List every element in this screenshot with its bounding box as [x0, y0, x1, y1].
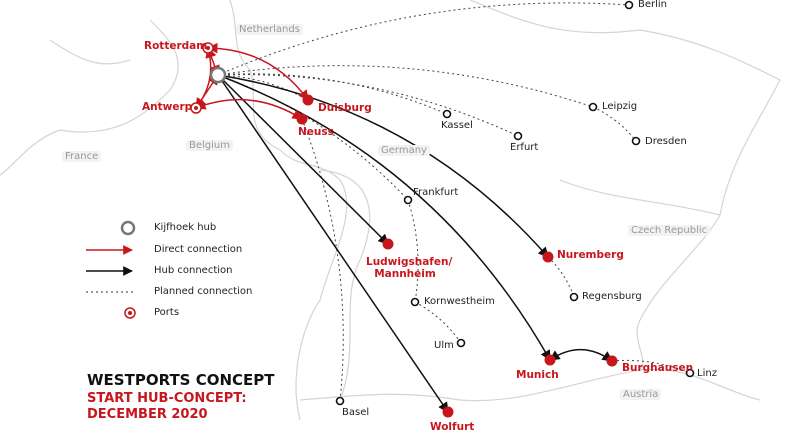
country-borders — [0, 0, 781, 421]
terminal-label-neuss: Neuss — [298, 126, 334, 138]
terminal-label-linz: Linz — [697, 368, 717, 379]
hub-legend-icon — [120, 220, 136, 236]
subtitle-line-2: DECEMBER 2020 — [87, 407, 208, 422]
terminal-marker-linz — [685, 368, 695, 378]
terminal-label-ulm: Ulm — [434, 340, 454, 351]
terminal-label-kornwestheim: Kornwestheim — [424, 296, 495, 307]
port-label-rotterdam: Rotterdam — [144, 40, 208, 52]
planned-connection-hub-frankfurt — [217, 74, 409, 201]
direct-connection-rotterdam-duisburg — [206, 42, 309, 101]
direct-connection-antwerp-neuss — [195, 98, 303, 120]
terminal-marker-leipzig — [588, 102, 598, 112]
planned-connection-hub-berlin — [217, 2, 630, 76]
terminal-marker-wolfurt — [442, 406, 454, 418]
terminal-label-berlin: Berlin — [638, 0, 668, 10]
country-label-austria: Austria — [620, 389, 662, 400]
terminal-marker-munich — [544, 354, 556, 366]
terminal-label-dresden: Dresden — [645, 136, 687, 147]
terminal-label-frankfurt: Frankfurt — [413, 187, 459, 198]
terminal-marker-kassel — [442, 109, 452, 119]
terminal-marker-frankfurt — [403, 195, 413, 205]
terminal-marker-ulm — [456, 338, 466, 348]
terminal-label-nuremberg: Nuremberg — [557, 249, 624, 261]
terminal-marker-kornwestheim — [410, 297, 420, 307]
planned-connection-leipzig-dresden — [592, 106, 637, 142]
legend-label-planned: Planned connection — [154, 286, 253, 297]
terminal-marker-ludwigshafen-mannheim — [382, 238, 394, 250]
country-label-belgium: Belgium — [186, 140, 233, 151]
terminal-label-basel: Basel — [342, 407, 370, 418]
country-label-czech-republic: Czech Republic — [628, 225, 711, 236]
terminal-marker-burghausen — [606, 355, 618, 367]
port-label-antwerp: Antwerp — [142, 101, 193, 113]
terminal-marker-dresden — [631, 136, 641, 146]
terminal-label-leipzig: Leipzig — [602, 101, 638, 112]
legend-label-ports: Ports — [154, 307, 180, 318]
terminal-label-regensburg: Regensburg — [582, 291, 642, 302]
hub-connection-hub-wolfurt — [217, 74, 449, 413]
terminal-label-erfurt: Erfurt — [510, 142, 539, 153]
terminal-label-wolfurt: Wolfurt — [430, 421, 475, 433]
subtitle-line-1: START HUB-CONCEPT: — [87, 391, 247, 406]
country-label-netherlands: Netherlands — [236, 24, 303, 35]
kijfhoek-hub-marker — [209, 66, 227, 84]
legend-label-hub-connection: Hub connection — [154, 265, 233, 276]
terminal-marker-neuss — [296, 113, 308, 125]
terminal-marker-erfurt — [513, 131, 523, 141]
map-title: WESTPORTS CONCEPT — [87, 371, 275, 389]
country-label-france: France — [62, 151, 102, 162]
terminal-marker-regensburg — [569, 292, 579, 302]
terminal-marker-berlin — [624, 0, 634, 10]
terminal-label-ludwigshafen: Ludwigshafen/ Mannheim — [366, 256, 453, 280]
legend-label-hub: Kijfhoek hub — [154, 222, 217, 233]
terminal-label-munich: Munich — [516, 369, 559, 381]
planned-connection-frankfurt-kornwestheim — [407, 199, 419, 303]
terminal-label-duisburg: Duisburg — [318, 102, 372, 114]
planned-connection-kornwestheim-ulm — [414, 301, 462, 344]
terminal-marker-duisburg — [302, 94, 314, 106]
map-subtitle: START HUB-CONCEPT:DECEMBER 2020 — [87, 391, 247, 423]
planned-connection-neuss-basel — [301, 118, 344, 402]
terminal-marker-nuremberg — [542, 251, 554, 263]
terminal-marker-basel — [335, 396, 345, 406]
terminal-label-burghausen: Burghausen — [622, 362, 694, 374]
planned-connection-nuremberg-regensburg — [547, 256, 575, 298]
hub-connection-munich-burghausen — [549, 348, 613, 362]
direct-connection-rotterdam-antwerp — [195, 46, 216, 109]
legend-label-direct: Direct connection — [154, 244, 243, 255]
legend-icons — [86, 220, 136, 319]
terminal-label-kassel: Kassel — [441, 120, 473, 131]
country-label-germany: Germany — [378, 145, 430, 156]
